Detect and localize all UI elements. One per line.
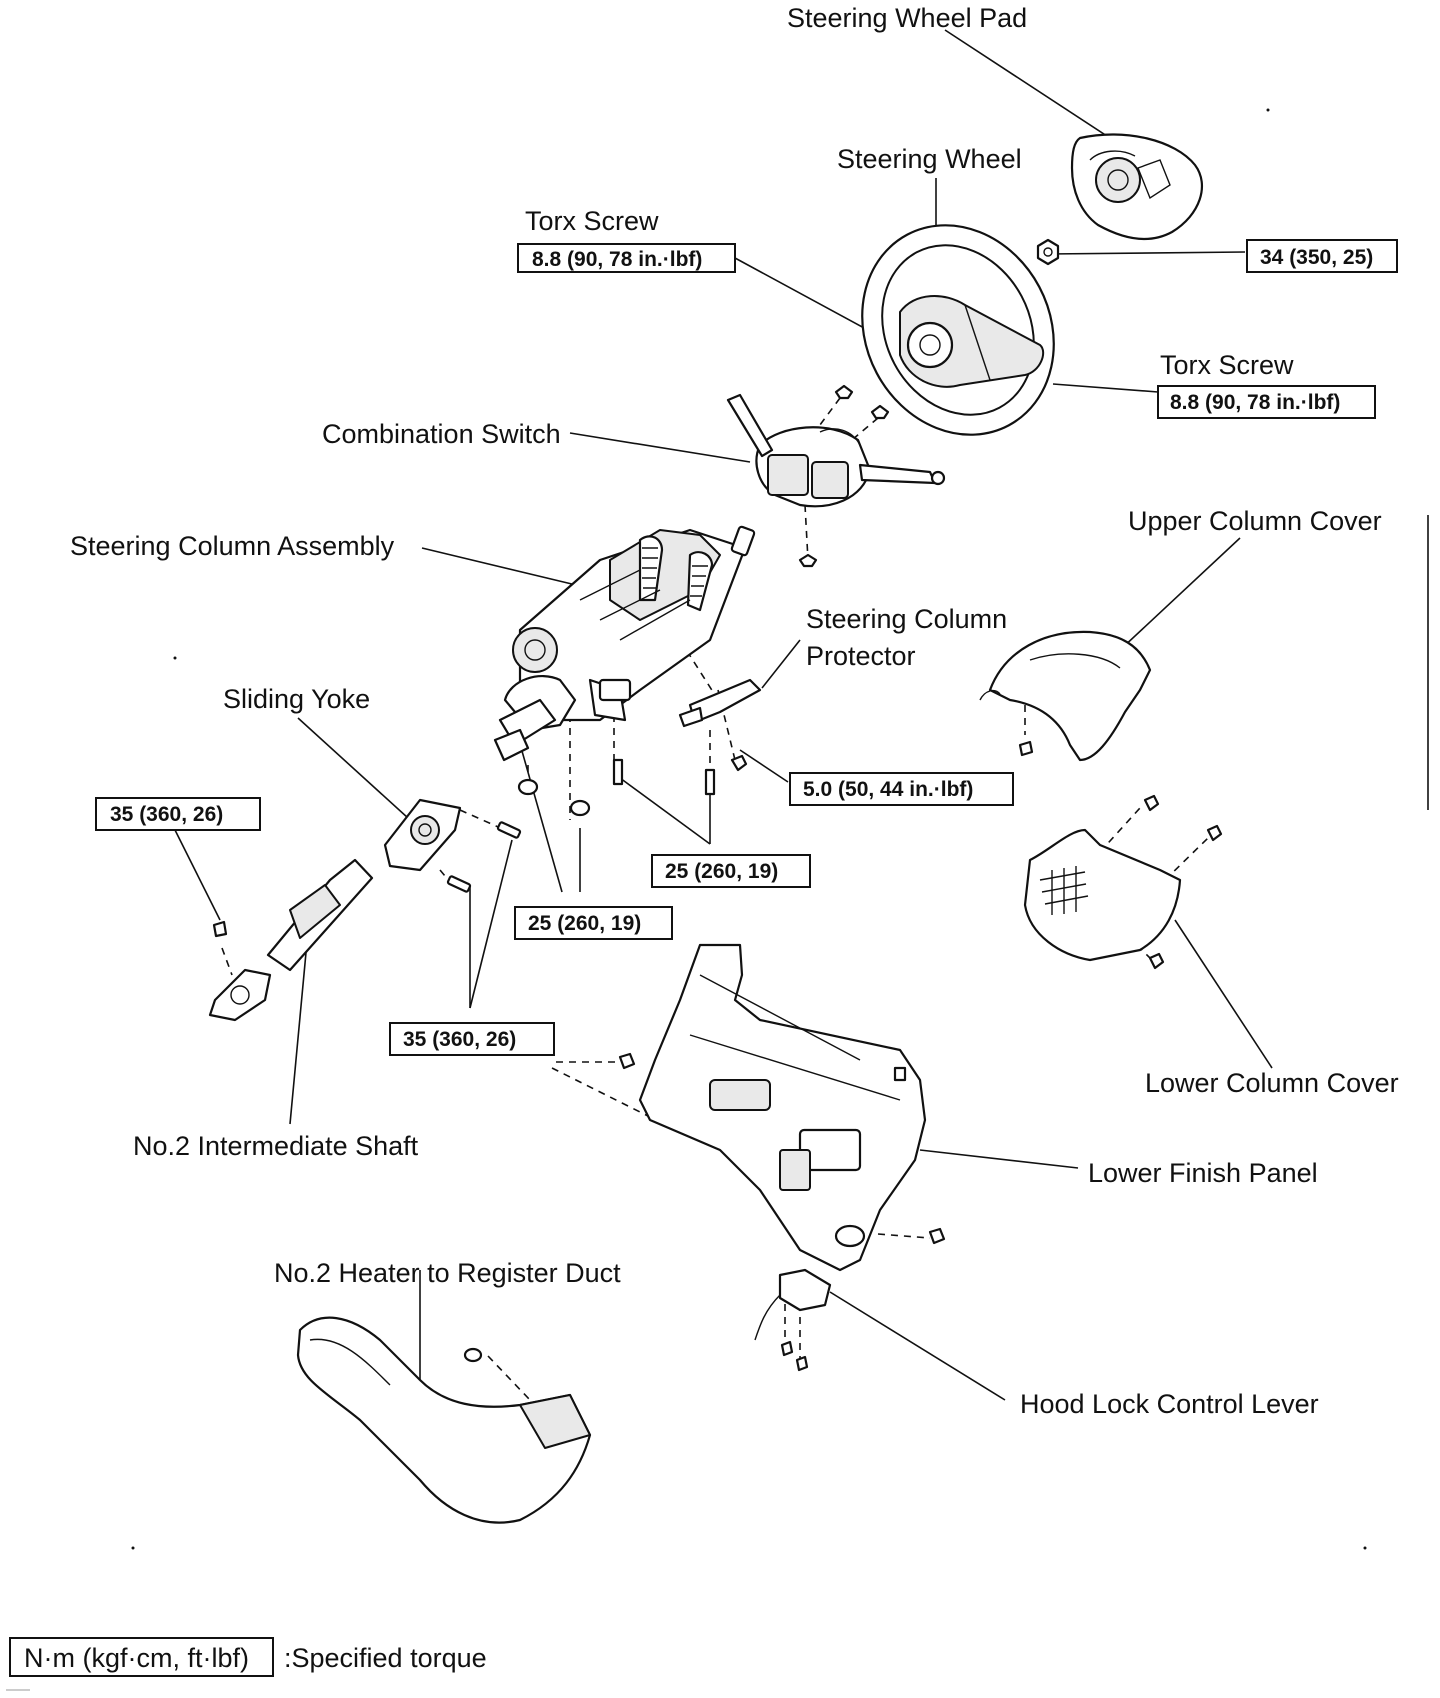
upper-column-cover-part [979, 630, 1152, 762]
torque-protector: 5.0 (50, 44 in.·lbf) [803, 778, 973, 801]
steering-column-assembly-part [493, 525, 756, 762]
steering-wheel-pad-part [1070, 133, 1204, 241]
label-heater-duct: No.2 Heater to Register Duct [274, 1258, 621, 1288]
steering-column-protector-part [678, 678, 762, 728]
legend-unit: N·m (kgf·cm, ft·lbf) [24, 1643, 249, 1673]
intermediate-shaft-part [208, 858, 374, 1022]
label-steering-column-protector-2: Protector [806, 641, 916, 671]
label-hood-lock-lever: Hood Lock Control Lever [1020, 1389, 1319, 1419]
lower-finish-panel-part [618, 943, 946, 1272]
torque-torx-right: 8.8 (90, 78 in.·lbf) [1170, 391, 1340, 414]
legend-meaning: :Specified torque [284, 1643, 487, 1673]
torque-shaft-left: 35 (360, 26) [110, 803, 223, 826]
label-sliding-yoke: Sliding Yoke [223, 684, 370, 714]
label-steering-wheel: Steering Wheel [837, 144, 1022, 174]
torque-column-bolts-b: 25 (260, 19) [528, 912, 641, 935]
part-labels: Steering Wheel Pad Steering Wheel Torx S… [70, 3, 1399, 1419]
label-torx-screw-left: Torx Screw [525, 206, 659, 236]
label-torx-screw-right: Torx Screw [1160, 350, 1294, 380]
pad-nut-part [1036, 238, 1060, 266]
torque-pad-nut: 34 (350, 25) [1260, 246, 1373, 269]
combination-switch-part [726, 384, 946, 568]
torque-yoke-bolts: 35 (360, 26) [403, 1028, 516, 1051]
torque-torx-left: 8.8 (90, 78 in.·lbf) [532, 248, 702, 271]
leader-lines [174, 29, 1429, 1401]
lower-column-cover-part [1023, 794, 1223, 970]
sliding-yoke-part [383, 798, 522, 893]
label-intermediate-shaft: No.2 Intermediate Shaft [133, 1131, 419, 1161]
heater-duct-part [296, 1316, 592, 1524]
label-upper-column-cover: Upper Column Cover [1128, 506, 1382, 536]
label-combination-switch: Combination Switch [322, 419, 561, 449]
torque-specs: 8.8 (90, 78 in.·lbf) 34 (350, 25) 8.8 (9… [95, 239, 1398, 1056]
label-steering-column-assembly: Steering Column Assembly [70, 531, 395, 561]
label-steering-column-protector-1: Steering Column [806, 604, 1007, 634]
column-fasteners [517, 754, 748, 817]
label-lower-finish-panel: Lower Finish Panel [1088, 1158, 1318, 1188]
hood-lock-lever-part [754, 1268, 832, 1372]
scan-specks [6, 108, 1367, 1691]
steering-wheel-part [861, 224, 1055, 436]
label-steering-wheel-pad: Steering Wheel Pad [787, 3, 1027, 33]
label-lower-column-cover: Lower Column Cover [1145, 1068, 1399, 1098]
torque-legend: N·m (kgf·cm, ft·lbf) :Specified torque [9, 1637, 487, 1677]
torque-column-bolts-a: 25 (260, 19) [665, 860, 778, 883]
